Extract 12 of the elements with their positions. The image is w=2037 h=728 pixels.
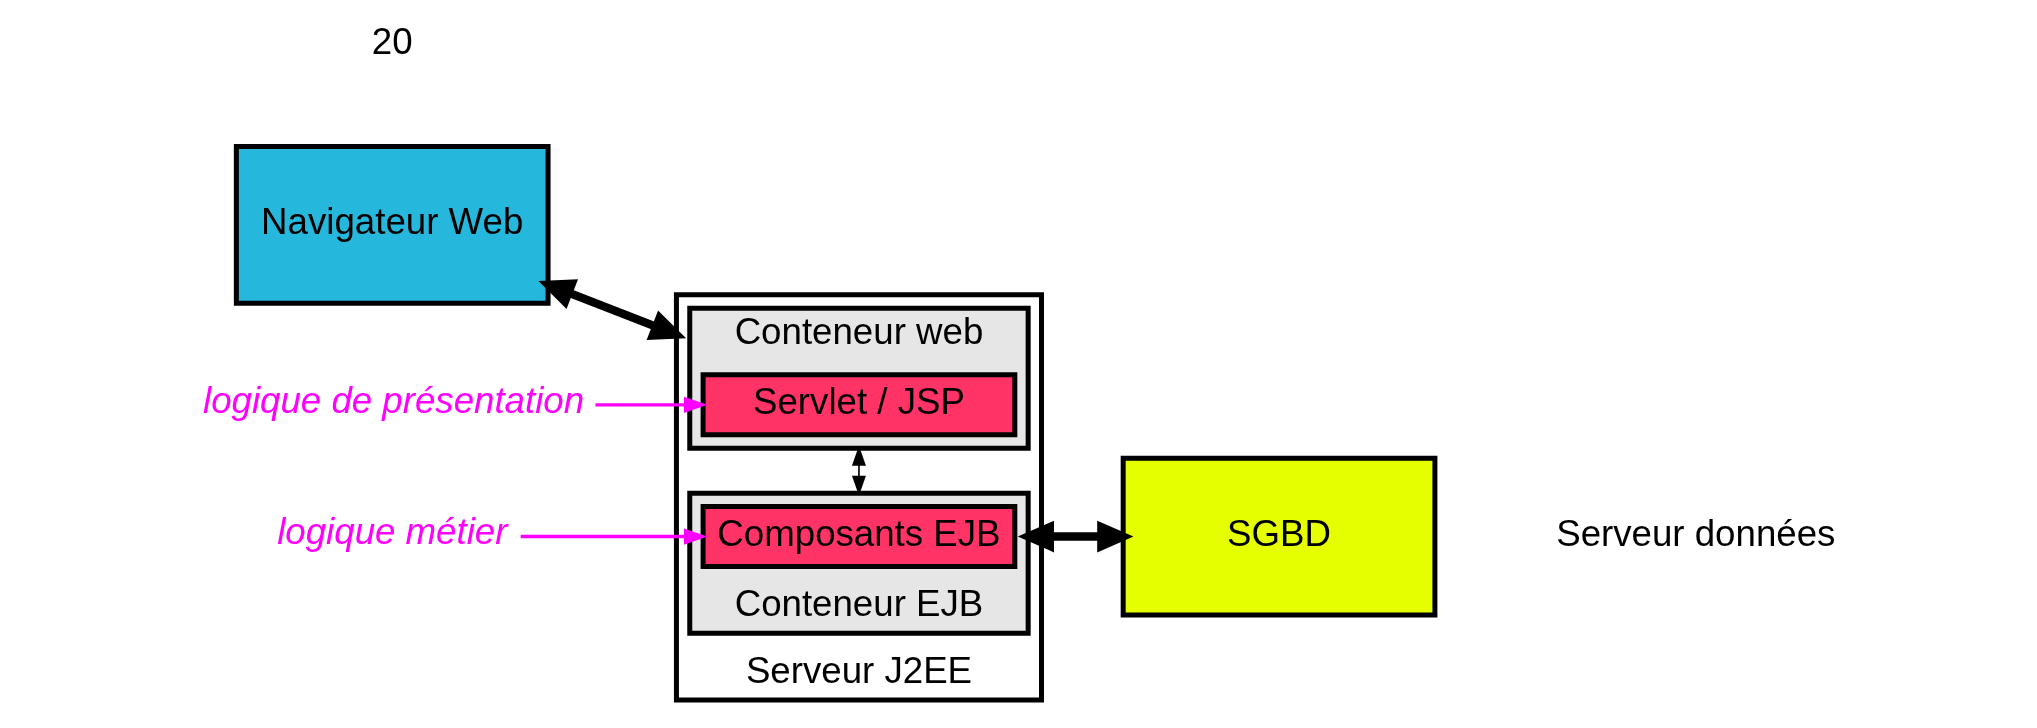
node-box: Navigateur Web	[233, 143, 551, 306]
node-label: Serveur données	[1555, 512, 1835, 554]
node-text: logique métier	[276, 511, 507, 553]
label: 20	[371, 21, 413, 63]
node-box: SGBD	[1120, 455, 1437, 618]
arrow	[594, 396, 707, 414]
arrow	[538, 279, 686, 340]
arrow	[1017, 520, 1133, 553]
node-text: logique de présentation	[202, 379, 584, 421]
arrow	[520, 528, 707, 545]
node-box: Composants EJB	[700, 504, 1017, 570]
node-box: Servlet / JSP	[700, 372, 1017, 438]
